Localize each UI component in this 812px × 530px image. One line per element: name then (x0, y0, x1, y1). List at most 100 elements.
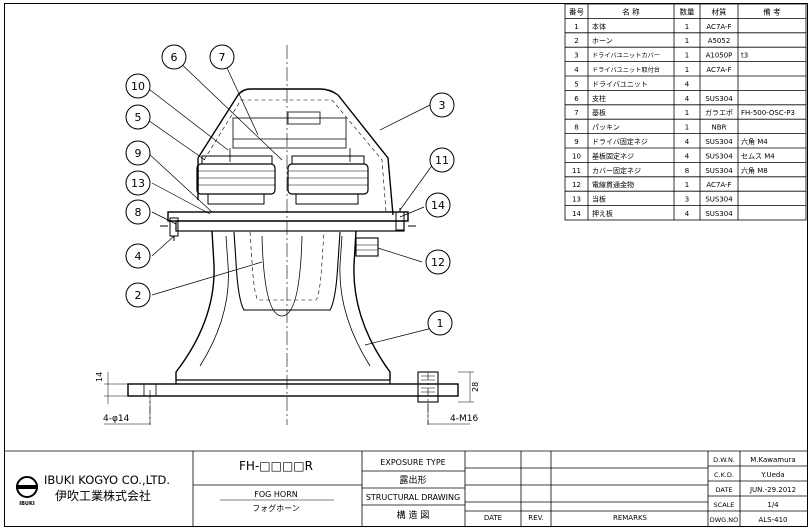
parts-row-13-col-0: 13 (572, 196, 581, 204)
parts-row-3-col-2: 1 (685, 52, 689, 60)
parts-header-1: 名 称 (622, 6, 640, 16)
parts-row-10-col-0: 10 (572, 152, 581, 160)
balloon-label-11: 11 (435, 154, 449, 167)
parts-row-8-col-3: NBR (712, 124, 727, 132)
drawing-scale: 1/4 (767, 501, 779, 509)
parts-row-14-col-2: 4 (685, 210, 690, 218)
parts-row-5-col-0: 5 (574, 80, 578, 88)
parts-row-8-col-2: 1 (685, 124, 689, 132)
leader-lines (144, 56, 453, 346)
wire-feedthrough (355, 237, 379, 257)
rev-header-remarks: REMARKS (613, 514, 648, 522)
parts-row-14-col-0: 14 (572, 210, 581, 218)
parts-row-12-col-0: 12 (572, 181, 581, 189)
balloon-circle-3 (429, 92, 455, 118)
parts-row-14-col-3: SUS304 (705, 210, 733, 218)
balloon-circle-12 (425, 249, 451, 275)
balloon-label-14: 14 (431, 199, 445, 212)
balloon-label-7: 7 (219, 51, 226, 64)
rev-header-rev: REV. (528, 514, 543, 522)
balloon-label-1: 1 (437, 317, 444, 330)
parts-row-12-col-3: AC7A-F (706, 181, 731, 189)
svg-text:IBUKI: IBUKI (19, 501, 35, 507)
sheet-border (4, 3, 808, 527)
parts-row-13-col-3: SUS304 (705, 196, 733, 204)
svg-text:DATE: DATE (716, 486, 733, 494)
horn (233, 231, 341, 311)
drawn-by: M.Kawamura (750, 456, 795, 464)
parts-row-1-col-0: 1 (574, 23, 578, 31)
parts-row-12-col-1: 電線貫通金物 (592, 180, 634, 189)
parts-row-9-col-1: ドライバ固定ネジ (592, 137, 648, 146)
height-dim-left: 14 (95, 372, 104, 382)
parts-header-3: 材質 (712, 6, 727, 16)
parts-row-3-col-1: ドライバユニットカバー (592, 53, 660, 60)
hole-note: 4-φ14 (103, 414, 130, 424)
horn-assembly-drawing (104, 45, 474, 425)
parts-row-1-col-1: 本体 (592, 22, 606, 31)
parts-row-7-col-0: 7 (574, 109, 578, 117)
svg-text:D.W.N.: D.W.N. (713, 456, 735, 464)
balloon-label-12: 12 (431, 256, 445, 269)
balloon-label-3: 3 (439, 99, 446, 112)
product-name-jp: フォグホーン (252, 503, 300, 513)
balloon-circle-8 (125, 199, 151, 225)
parts-row-10-col-2: 4 (685, 152, 690, 160)
parts-row-6-col-1: 支柱 (592, 94, 606, 103)
balloon-label-6: 6 (171, 51, 178, 64)
parts-row-5-col-1: ドライバユニット (592, 80, 648, 88)
parts-row-9-col-3: SUS304 (705, 138, 733, 146)
title-block (4, 450, 807, 526)
parts-row-11-col-4: 六角 M8 (741, 166, 768, 175)
exposure-type-jp: 露出形 (399, 474, 426, 486)
parts-row-4-col-1: ドライバユニット取付台 (592, 66, 660, 74)
parts-header-4: 備 考 (763, 6, 781, 16)
parts-row-2-col-1: ホーン (592, 37, 613, 45)
balloon-circle-6 (161, 44, 187, 70)
company-name-jp: 伊吹工業株式会社 (55, 488, 151, 503)
drawing-date: JUN.-29.2012 (749, 486, 796, 494)
driver-unit-left (196, 155, 276, 205)
parts-row-11-col-1: カバー固定ネジ (592, 166, 641, 175)
drawing-info-table: D.W.N. M.Kawamura C.K.D. Y.Ueda DATE JUN… (710, 456, 796, 524)
parts-row-9-col-0: 9 (574, 138, 578, 146)
parts-row-7-col-3: ガラエポ (705, 108, 733, 117)
driver-mount-base (167, 211, 409, 222)
balloon-label-8: 8 (135, 206, 142, 219)
balloon-circle-2 (125, 282, 151, 308)
parts-row-10-col-3: SUS304 (705, 152, 733, 160)
parts-row-1-col-2: 1 (685, 23, 689, 31)
balloon-circle-7 (209, 44, 235, 70)
main-body (175, 230, 215, 380)
balloon-circle-10 (125, 73, 151, 99)
parts-list-table (564, 3, 807, 221)
parts-row-2-col-2: 1 (685, 37, 689, 45)
parts-header-0: 番号 (569, 6, 584, 16)
balloon-circle-5 (125, 104, 151, 130)
parts-row-3-col-0: 3 (574, 52, 578, 60)
balloon-circle-9 (125, 140, 151, 166)
parts-row-6-col-0: 6 (574, 95, 579, 103)
svg-text:DWG.NO: DWG.NO (710, 516, 739, 524)
parts-row-5-col-2: 4 (685, 80, 690, 88)
parts-row-2-col-3: A5052 (708, 37, 731, 45)
parts-row-13-col-2: 3 (685, 196, 689, 204)
parts-row-4-col-3: AC7A-F (706, 66, 731, 74)
base-flange (127, 383, 459, 397)
exposure-type-label: EXPOSURE TYPE (380, 458, 445, 467)
balloon-label-9: 9 (135, 147, 142, 160)
balloon-circle-1 (427, 310, 453, 336)
svg-text:C.K.D.: C.K.D. (714, 471, 734, 479)
balloon-label-2: 2 (135, 289, 142, 302)
parts-row-9-col-4: 六角 M4 (741, 137, 768, 146)
drawing-type-label: STRUCTURAL DRAWING (366, 493, 460, 502)
parts-row-1-col-3: AC7A-F (706, 23, 731, 31)
parts-row-14-col-1: 押え板 (592, 209, 613, 218)
balloon-label-5: 5 (135, 111, 142, 124)
parts-row-7-col-1: 基板 (592, 108, 606, 117)
parts-row-7-col-2: 1 (685, 109, 689, 117)
